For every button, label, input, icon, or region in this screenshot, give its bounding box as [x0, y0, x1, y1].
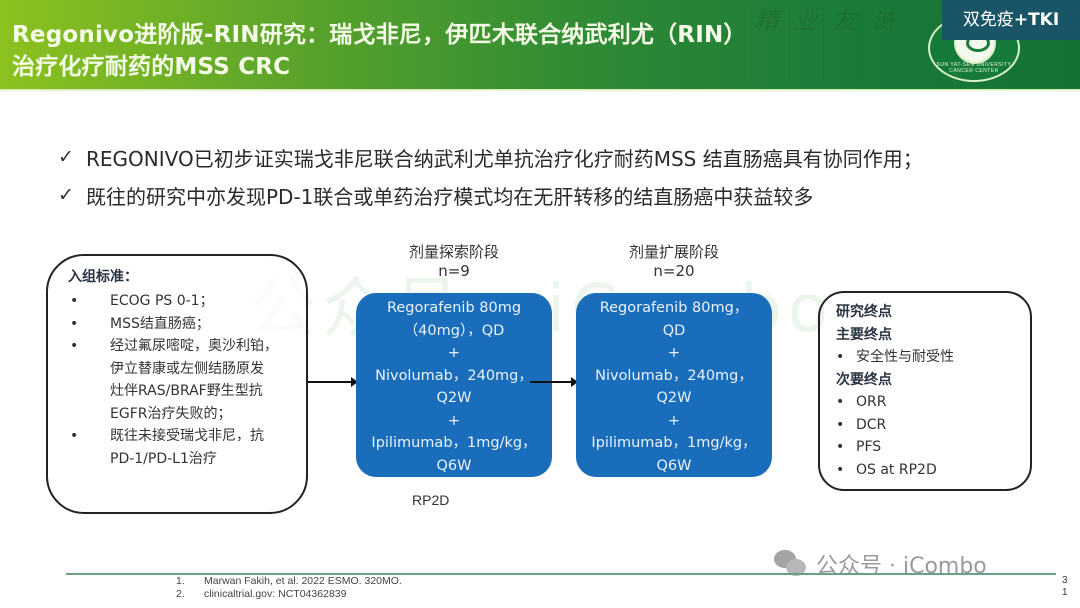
- plus-icon: +: [667, 412, 681, 429]
- check-icon: ✓: [58, 184, 74, 206]
- bullet-icon: •: [836, 439, 845, 455]
- endpoint-text: PFS: [856, 439, 882, 455]
- check-icon: ✓: [58, 146, 74, 168]
- slide-header: Regonivo进阶版-RIN研究：瑞戈非尼，伊匹木联合纳武利尤（RIN） 治疗…: [0, 0, 1080, 92]
- bullet-icon: •: [70, 428, 79, 444]
- phase-1-label: 剂量探索阶段 n=9: [356, 243, 552, 281]
- criteria-text: 伊立替康或左侧结肠原发: [110, 360, 264, 377]
- regimen-line: Ipilimumab，1mg/kg，: [371, 435, 537, 451]
- key-point: ✓ REGONIVO已初步证实瑞戈非尼联合纳武利尤单抗治疗化疗耐药MSS 结直肠…: [58, 138, 923, 176]
- calligraphy-char: 精: [745, 8, 778, 83]
- endpoint-text: 安全性与耐受性: [856, 349, 954, 365]
- key-point: ✓ 既往的研究中亦发现PD-1联合或单药治疗模式均在无肝转移的结直肠癌中获益较多: [58, 176, 923, 214]
- references: 1. Marwan Fakih, et al. 2022 ESMO. 320MO.…: [176, 575, 402, 601]
- regimen-line: Q6W: [656, 457, 692, 474]
- criteria-text: EGFR治疗失败的；: [110, 405, 232, 422]
- endpoints-title: 研究终点: [836, 304, 892, 320]
- phase-n: n=20: [653, 262, 695, 280]
- criteria-text: 既往未接受瑞戈非尼，抗: [110, 428, 264, 444]
- regimen-line: Regorafenib 80mg，: [599, 300, 749, 316]
- rp2d-label: RP2D: [412, 492, 450, 508]
- plus-icon: +: [667, 345, 681, 361]
- inclusion-criteria-box: 入组标准： • ECOG PS 0-1； • MSS结直肠癌； • 经过氟尿嘧啶…: [46, 254, 308, 514]
- key-points: ✓ REGONIVO已初步证实瑞戈非尼联合纳武利尤单抗治疗化疗耐药MSS 结直肠…: [58, 138, 923, 214]
- regimen-line: （40mg），QD: [403, 322, 505, 339]
- arrow-right-icon: [530, 377, 578, 387]
- key-point-text: REGONIVO已初步证实瑞戈非尼联合纳武利尤单抗治疗化疗耐药MSS 结直肠癌具…: [86, 146, 923, 171]
- calligraphy-char: 友: [823, 8, 856, 83]
- phase-title: 剂量扩展阶段: [628, 243, 719, 261]
- reference-item: 1. Marwan Fakih, et al. 2022 ESMO. 320MO.: [176, 575, 402, 588]
- wechat-icon: [774, 550, 808, 578]
- key-point-text: 既往的研究中亦发现PD-1联合或单药治疗模式均在无肝转移的结直肠癌中获益较多: [86, 184, 814, 209]
- calligraphy-char: 诚: [862, 8, 895, 83]
- badge-en: +TKI: [1013, 10, 1060, 30]
- wechat-account: 公众号 · iCombo: [816, 554, 987, 579]
- bullet-icon: •: [836, 394, 845, 410]
- slide-title: Regonivo进阶版-RIN研究：瑞戈非尼，伊匹木联合纳武利尤（RIN） 治疗…: [12, 19, 747, 83]
- endpoint-item: • 安全性与耐受性: [836, 346, 1030, 369]
- criteria-text: PD-1/PD-L1治疗: [110, 450, 217, 467]
- ref-number: 1.: [176, 575, 185, 587]
- regimen-line: Q6W: [436, 457, 472, 474]
- page-digit: 3: [1062, 575, 1068, 586]
- endpoints-box: 研究终点 主要终点 • 安全性与耐受性 次要终点 • ORR • DCR • PFS •…: [818, 291, 1032, 491]
- primary-endpoint-title: 主要终点: [836, 326, 892, 343]
- endpoint-item: • ORR: [836, 391, 1030, 414]
- regimen-line: Q2W: [656, 390, 692, 406]
- page-digit: 1: [1062, 587, 1068, 598]
- criteria-text: ECOG PS 0-1；: [110, 293, 214, 309]
- bullet-icon: •: [70, 338, 79, 354]
- bullet-icon: •: [836, 349, 845, 365]
- phase-1-box: Regorafenib 80mg （40mg），QD + Nivolumab，2…: [356, 293, 552, 477]
- phase-title: 剂量探索阶段: [408, 243, 499, 261]
- ref-text: clinicaltrial.gov: NCT04362839: [204, 588, 347, 600]
- criteria-item: • 既往未接受瑞戈非尼，抗 PD-1/PD-L1治疗: [68, 425, 292, 470]
- wechat-watermark: 公众号 · iCombo: [774, 548, 987, 580]
- title-line-1: Regonivo进阶版-RIN研究：瑞戈非尼，伊匹木联合纳武利尤（RIN）: [12, 22, 747, 48]
- regimen-line: Nivolumab，240mg，: [375, 367, 533, 384]
- calligraphy-char: 业: [784, 8, 817, 83]
- plus-icon: +: [447, 412, 461, 429]
- phase-2-label: 剂量扩展阶段 n=20: [576, 243, 772, 281]
- criteria-text: 灶伴RAS/BRAF野生型抗: [110, 383, 263, 399]
- bullet-icon: •: [70, 293, 79, 309]
- criteria-text: 经过氟尿嘧啶，奥沙利铂，: [110, 338, 278, 354]
- logo-label: SUN YAT-SEN UNIVERSITY CANCER CENTER: [936, 62, 1012, 74]
- footer-divider: [66, 573, 1056, 575]
- ref-number: 2.: [176, 588, 185, 600]
- bullet-icon: •: [70, 315, 79, 332]
- phase-n: n=9: [438, 262, 470, 280]
- reference-item: 2. clinicaltrial.gov: NCT04362839: [176, 588, 402, 601]
- endpoint-item: • OS at RP2D: [836, 459, 1030, 482]
- criteria-item: • 经过氟尿嘧啶，奥沙利铂， 伊立替康或左侧结肠原发 灶伴RAS/BRAF野生型…: [68, 335, 292, 425]
- secondary-endpoint-title: 次要终点: [836, 371, 892, 388]
- endpoint-text: ORR: [856, 394, 887, 410]
- calligraphy-motto: 精 业 友 诚: [745, 8, 915, 83]
- criteria-item: • MSS结直肠癌；: [68, 313, 292, 336]
- criteria-item: • ECOG PS 0-1；: [68, 290, 292, 313]
- topic-badge: 双免疫+TKI: [942, 0, 1080, 40]
- endpoint-text: OS at RP2D: [856, 461, 937, 478]
- endpoint-item: • DCR: [836, 414, 1030, 437]
- regimen-line: Nivolumab，240mg，: [595, 367, 753, 384]
- ref-text: Marwan Fakih, et al. 2022 ESMO. 320MO.: [204, 575, 402, 587]
- title-line-2: 治疗化疗耐药的MSS CRC: [12, 54, 291, 80]
- regimen-line: Regorafenib 80mg: [386, 300, 522, 316]
- arrow-right-icon: [308, 377, 358, 387]
- criteria-title: 入组标准：: [68, 269, 138, 285]
- regimen-line: Ipilimumab，1mg/kg，: [591, 435, 757, 451]
- criteria-text: MSS结直肠癌；: [110, 315, 210, 332]
- regimen-line: Q2W: [436, 390, 472, 406]
- endpoint-item: • PFS: [836, 436, 1030, 459]
- endpoint-text: DCR: [856, 416, 887, 433]
- badge-cn: 双免疫: [962, 10, 1014, 30]
- bullet-icon: •: [836, 416, 845, 433]
- regimen-line: QD: [662, 322, 686, 339]
- phase-2-box: Regorafenib 80mg， QD + Nivolumab，240mg， …: [576, 293, 772, 477]
- page-number: 3 1: [1062, 575, 1068, 599]
- bullet-icon: •: [836, 461, 845, 478]
- plus-icon: +: [447, 345, 461, 361]
